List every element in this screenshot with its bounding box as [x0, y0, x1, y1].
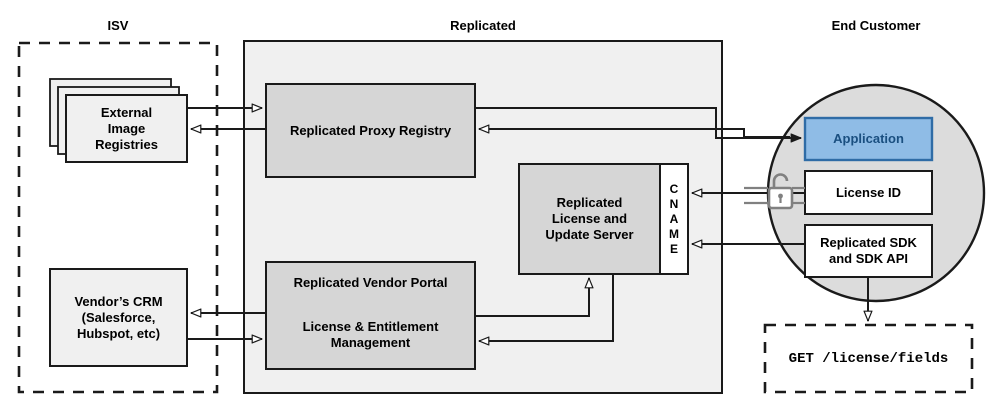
sdk-line-2: and SDK API [829, 251, 908, 266]
replicated-sdk-box [804, 224, 933, 278]
sdk-line-1: Replicated SDK [820, 235, 917, 250]
crm-line-3: Hubspot, etc) [76, 325, 161, 341]
license-update-server-label: Replicated License and Update Server [519, 164, 660, 274]
api-request-box [763, 323, 974, 394]
external-image-registries-label: External Image Registries [66, 95, 187, 162]
edge-vendor-portal-to-license-server [475, 278, 589, 317]
edge-license-server-to-vendor-portal [479, 274, 614, 341]
license-entitlement-management-label: License & Entitlement Management [266, 310, 475, 360]
replicated-proxy-registry-label: Replicated Proxy Registry [289, 122, 452, 138]
replicated-vendor-portal-label: Replicated Vendor Portal [293, 275, 448, 290]
cname-letter-m: M [669, 226, 679, 241]
edge-application-to-proxy [479, 129, 790, 138]
cname-label: C N A M E [660, 164, 688, 274]
replicated-sdk-label: Replicated SDK and SDK API [805, 225, 932, 277]
registries-line-3: Registries [95, 136, 158, 152]
vendors-crm-box [49, 268, 188, 367]
entitlement-line-1: License & Entitlement [302, 319, 439, 334]
license-server-line-1: Replicated [556, 195, 623, 210]
license-server-line-3: Update Server [545, 227, 634, 242]
entitlement-line-2: Management [330, 335, 411, 350]
crm-line-2: (Salesforce, [81, 309, 156, 325]
api-request-label: GET /license/fields [788, 350, 949, 367]
vendors-crm-label: Vendor’s CRM (Salesforce, Hubspot, etc) [50, 269, 187, 366]
license-update-server-box [518, 163, 661, 275]
unlocked-padlock-icon [767, 173, 794, 210]
cname-letter-n: N [669, 196, 679, 211]
registries-line-2: Image [107, 120, 146, 136]
license-id-box [804, 170, 933, 215]
registries-line-1: External [100, 104, 153, 120]
replicated-proxy-registry-box [265, 83, 476, 178]
license-server-line-2: License and [551, 211, 628, 226]
isv-boundary [17, 41, 219, 394]
replicated-vendor-portal-box [265, 261, 476, 370]
crm-line-1: Vendor’s CRM [74, 293, 163, 309]
application-label: Application [833, 131, 904, 146]
cname-letter-e: E [669, 241, 678, 256]
cname-letter-c: C [669, 181, 679, 196]
application-box [803, 116, 934, 162]
cname-letter-a: A [669, 211, 679, 226]
registry-card-front [65, 94, 188, 163]
license-id-label: License ID [835, 184, 902, 200]
cname-box [659, 163, 689, 275]
